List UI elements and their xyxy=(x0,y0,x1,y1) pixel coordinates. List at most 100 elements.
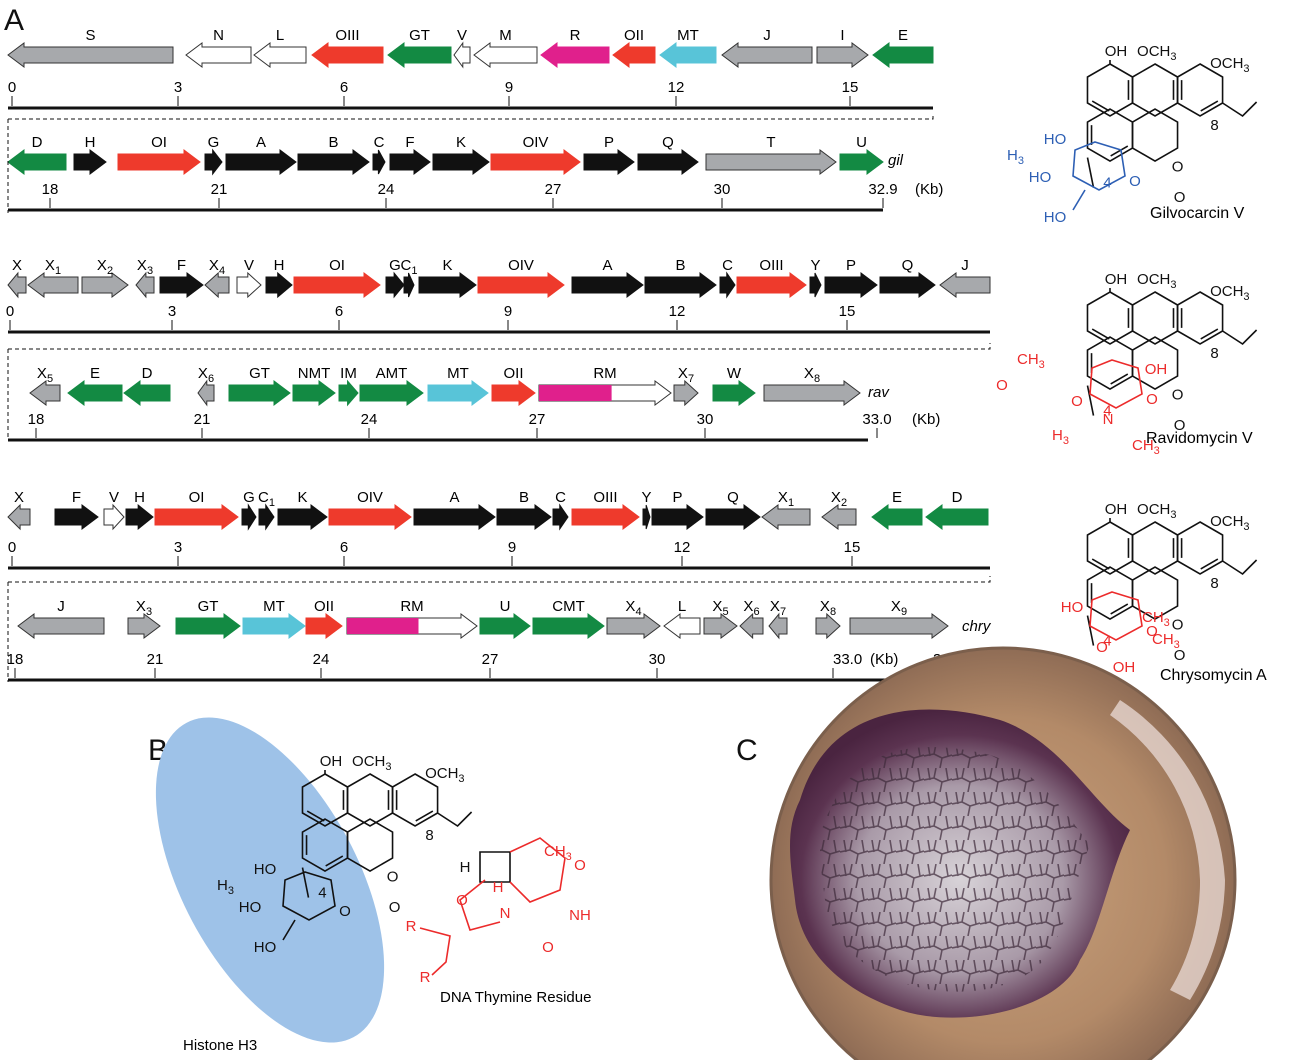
atom-label: HO xyxy=(1044,131,1067,148)
panel-label-a: A xyxy=(4,4,24,37)
scale-tick-label: 3 xyxy=(174,539,182,556)
bond xyxy=(1091,328,1110,340)
scale-tick-label: 30 xyxy=(649,651,666,668)
gene-h-label: H xyxy=(274,257,285,274)
gene-v-label: V xyxy=(457,27,467,44)
atom-label: O xyxy=(387,869,399,886)
atom-label: OCH3 xyxy=(1137,271,1176,291)
atom-label: N xyxy=(1103,411,1114,428)
gene-oii-arrow xyxy=(491,380,536,406)
scale-tick-label: 3 xyxy=(168,303,176,320)
gene-amt-arrow xyxy=(359,380,424,406)
scale-tick-label: 24 xyxy=(378,181,395,198)
atom-label: HO xyxy=(1061,599,1084,616)
atom-label: OCH3 xyxy=(1137,43,1176,63)
bond xyxy=(1176,291,1224,345)
ravidomycin-label: Ravidomycin V xyxy=(1146,430,1253,447)
scale-tick-label: 15 xyxy=(844,539,861,556)
gene-h-arrow xyxy=(265,271,293,299)
gene-j-label: J xyxy=(763,27,771,44)
gene-v-arrow xyxy=(236,271,262,299)
atom-label: O xyxy=(1071,393,1083,410)
wrap-dash xyxy=(8,343,991,350)
atom-label: O xyxy=(1129,173,1141,190)
gene-x-arrow xyxy=(7,271,27,299)
bond xyxy=(1200,328,1219,340)
bond xyxy=(1200,100,1219,112)
gene-j-arrow xyxy=(17,613,105,639)
gene-y-label: Y xyxy=(810,257,820,274)
gene-h-label: H xyxy=(134,489,145,506)
gene-j-arrow xyxy=(721,42,813,68)
gene-mt-label: MT xyxy=(263,598,285,615)
scale-tick-label: 9 xyxy=(504,303,512,320)
gene-g-arrow xyxy=(241,503,257,531)
gene-g-label: G xyxy=(243,489,255,506)
bond xyxy=(1222,101,1258,118)
gene-t-arrow xyxy=(705,149,837,175)
atom-label: O xyxy=(542,939,554,956)
bond xyxy=(1086,615,1095,646)
gene-x6-arrow xyxy=(739,612,764,640)
gene-i-label: I xyxy=(840,27,844,44)
gene-d-arrow xyxy=(925,504,989,530)
atom-label: OH xyxy=(1105,271,1128,288)
gene-a-label: A xyxy=(602,257,612,274)
bond xyxy=(415,810,434,822)
gene-x6-arrow xyxy=(197,379,215,407)
scale-tick-label: 15 xyxy=(839,303,856,320)
gene-rm-label: RM xyxy=(400,598,423,615)
gene-gt-label: GT xyxy=(249,365,270,382)
gene-f-arrow xyxy=(159,272,204,298)
gene-s-arrow xyxy=(7,42,174,68)
bond xyxy=(282,919,296,941)
gene-x4-arrow xyxy=(606,613,661,639)
bond xyxy=(1222,329,1258,346)
gene-gt-label: GT xyxy=(198,598,219,615)
atom-label: OCH3 xyxy=(1210,283,1249,303)
atom-label: O xyxy=(456,892,468,909)
gene-g-arrow xyxy=(385,271,405,299)
atom-label: 8 xyxy=(1210,117,1218,134)
wrap-dash xyxy=(8,576,991,583)
atom-label: 4 xyxy=(318,885,326,902)
gilvocarcin-label: Gilvocarcin V xyxy=(1150,205,1245,222)
gene-y-arrow xyxy=(809,272,822,298)
gene-p-label: P xyxy=(846,257,856,274)
bond xyxy=(1110,373,1129,385)
bond xyxy=(1131,336,1179,390)
gene-k-label: K xyxy=(297,489,307,506)
atom-label: R xyxy=(406,918,417,935)
gene-rm-arrow-fill xyxy=(347,618,419,634)
bond xyxy=(325,855,344,867)
gene-m-arrow xyxy=(473,42,538,68)
gene-x-arrow xyxy=(7,503,31,531)
scale-tick-label: 9 xyxy=(505,79,513,96)
atom-label: OH xyxy=(320,753,343,770)
gene-b-arrow xyxy=(496,504,552,530)
atom-label: HO xyxy=(239,899,262,916)
gene-l-label: L xyxy=(276,27,284,44)
scale-tick-label: 27 xyxy=(529,411,546,428)
gene-w-arrow xyxy=(712,380,756,406)
gene-oiv-label: OIV xyxy=(357,489,383,506)
gene-k-arrow xyxy=(418,272,477,298)
gene-k-arrow xyxy=(432,149,490,175)
atom-label: CH3 xyxy=(1142,609,1170,629)
atom-label: O xyxy=(339,903,351,920)
scale-tick-label: 15 xyxy=(842,79,859,96)
gene-c-arrow xyxy=(719,271,736,299)
bond xyxy=(509,837,566,903)
bond xyxy=(282,871,336,921)
atom-label: CH3 xyxy=(1132,437,1160,457)
atom-label: OCH3 xyxy=(1210,55,1249,75)
scale-tick-label: 18 xyxy=(28,411,45,428)
gene-p-label: P xyxy=(604,134,614,151)
gene-c1-arrow xyxy=(403,272,415,298)
gene-p-arrow xyxy=(824,272,878,298)
gene-f-label: F xyxy=(177,257,186,274)
bond xyxy=(1110,145,1129,157)
gene-oi-label: OI xyxy=(189,489,205,506)
gene-oiii-arrow xyxy=(571,504,640,530)
